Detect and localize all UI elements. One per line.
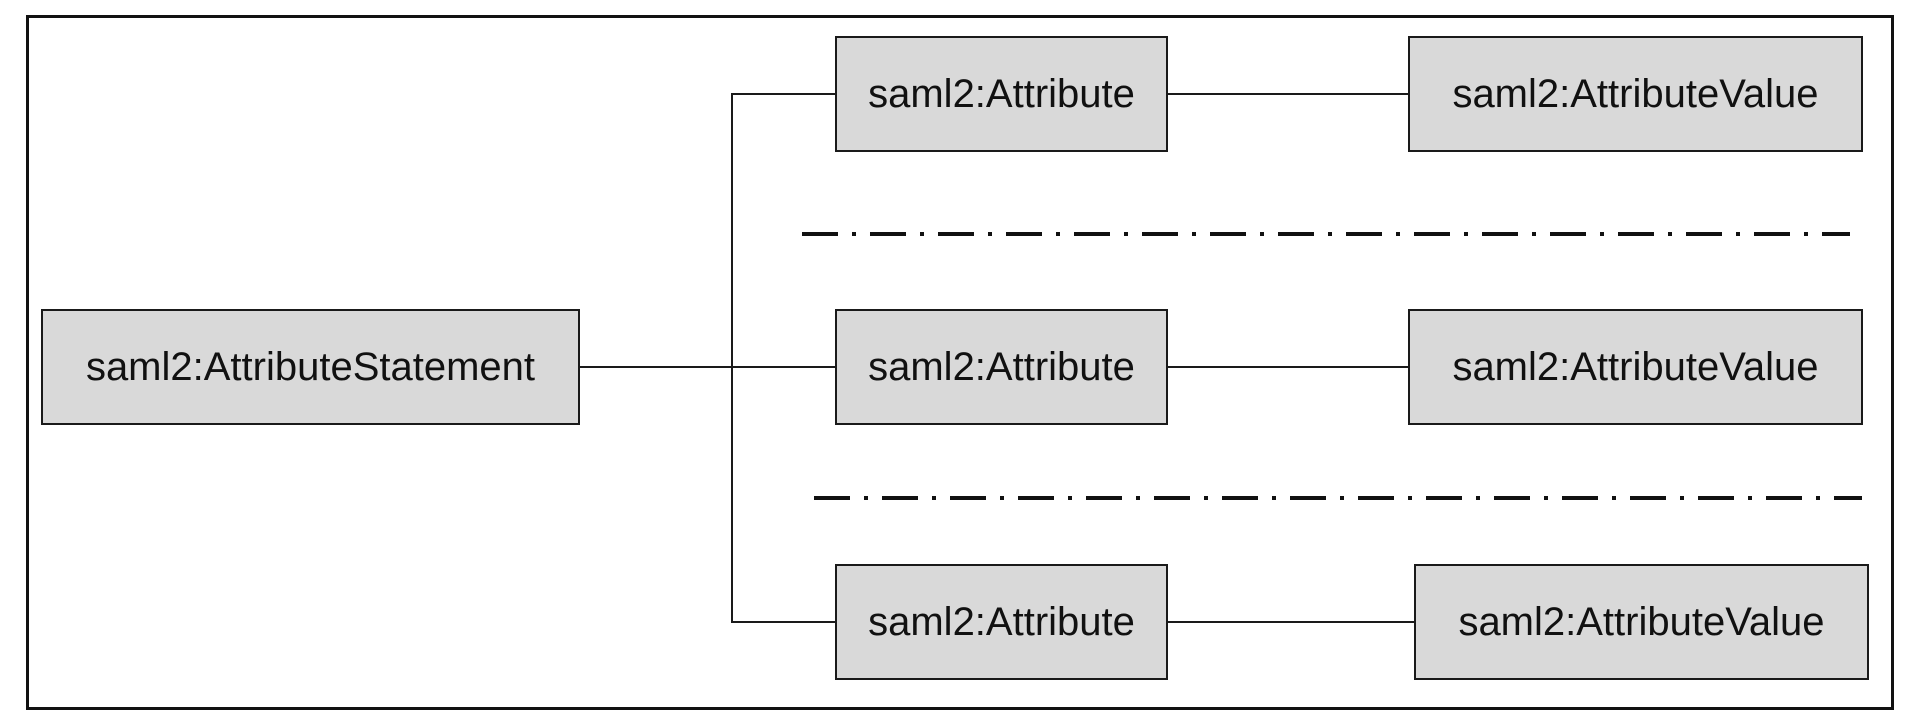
attribute-value-label: saml2:AttributeValue <box>1458 599 1825 644</box>
attribute-label: saml2:Attribute <box>868 344 1135 389</box>
attribute-statement-label: saml2:AttributeStatement <box>85 344 536 389</box>
attribute-statement-node: saml2:AttributeStatement <box>41 309 580 425</box>
root-to-trunk-connector <box>580 366 837 368</box>
branch-connector-3 <box>731 621 837 623</box>
attribute-value-node: saml2:AttributeValue <box>1414 564 1869 680</box>
attribute-value-connector-2 <box>1168 366 1410 368</box>
diagram-frame <box>26 15 1894 710</box>
attribute-value-node: saml2:AttributeValue <box>1408 309 1863 425</box>
attribute-value-label: saml2:AttributeValue <box>1452 71 1819 116</box>
branch-connector-1 <box>731 93 837 95</box>
trunk-vertical-connector <box>731 93 733 623</box>
attribute-value-connector-1 <box>1168 93 1410 95</box>
attribute-node: saml2:Attribute <box>835 309 1168 425</box>
attribute-label: saml2:Attribute <box>868 71 1135 116</box>
attribute-node: saml2:Attribute <box>835 36 1168 152</box>
attribute-node: saml2:Attribute <box>835 564 1168 680</box>
ellipsis-separator-1 <box>802 232 1850 236</box>
attribute-value-label: saml2:AttributeValue <box>1452 344 1819 389</box>
attribute-label: saml2:Attribute <box>868 599 1135 644</box>
attribute-value-node: saml2:AttributeValue <box>1408 36 1863 152</box>
ellipsis-separator-2 <box>814 496 1862 500</box>
attribute-value-connector-3 <box>1168 621 1416 623</box>
